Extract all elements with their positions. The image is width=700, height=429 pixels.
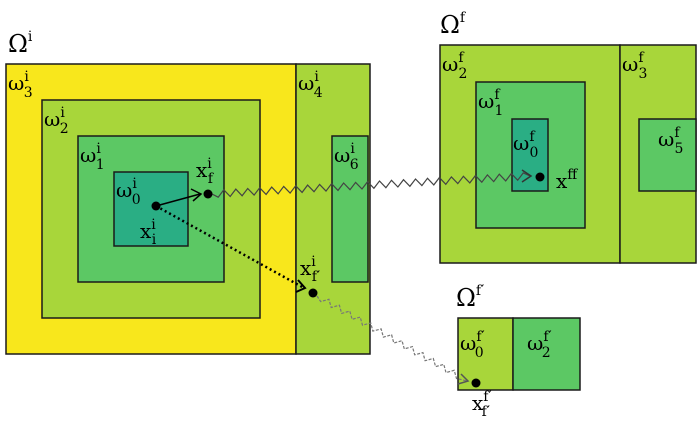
region-w6-i [331, 135, 369, 283]
label-x-f-f: xff [556, 167, 578, 193]
region-w0-fprime [457, 317, 514, 391]
dotted-path-arrowhead [295, 279, 307, 293]
point-x-f-i [203, 189, 213, 199]
label-omega-initial: Ωi [8, 29, 33, 58]
label-omega-final-prime: Ωf′ [456, 283, 484, 312]
zigzag-arrowhead-final [521, 169, 533, 183]
region-w0-i [113, 171, 189, 247]
label-omega-final: Ωf [440, 10, 467, 39]
region-w5-f [638, 118, 697, 192]
point-x-f-f [535, 172, 545, 182]
point-x-i-i [151, 201, 161, 211]
point-x-fprime-i [308, 288, 318, 298]
initial-domain [5, 63, 371, 355]
point-x-fprime-fprime [471, 378, 481, 388]
zigzag-arrowhead-final-prime [457, 373, 470, 385]
displacement-arrowhead [190, 188, 203, 202]
displacement-arrow [155, 193, 201, 207]
zigzag-mapping-to-final-prime [316, 295, 468, 382]
final-prime-domain [457, 317, 581, 391]
label-w2-fprime: ωf′2 [527, 329, 552, 361]
dotted-path-to-xfprime [155, 204, 305, 290]
zigzag-mapping-to-final [211, 172, 531, 198]
label-x-fprime-fprime: xf′f′ [472, 389, 492, 420]
final-domain [439, 44, 697, 264]
region-w2-fprime [512, 317, 581, 391]
label-w0-fprime: ωf′0 [460, 329, 485, 361]
